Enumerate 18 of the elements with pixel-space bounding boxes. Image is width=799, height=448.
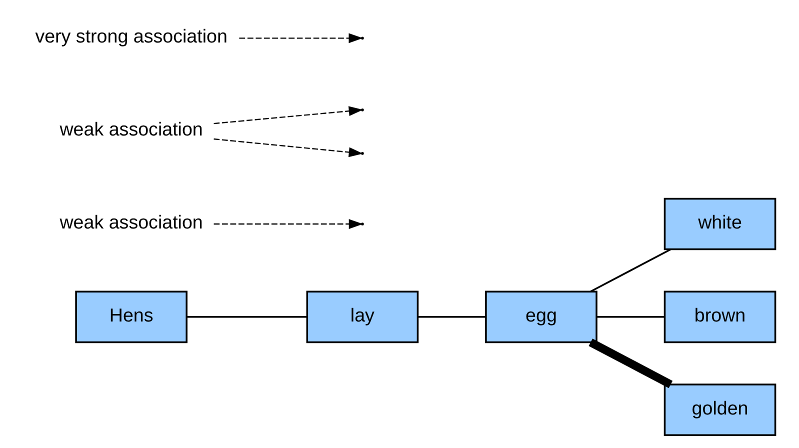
arrow — [214, 138, 363, 158]
node-text: weak association — [60, 118, 203, 140]
connector — [590, 248, 672, 292]
node-box: white — [664, 198, 776, 250]
arrow — [214, 219, 363, 229]
node-box: Hens — [75, 290, 188, 344]
connector — [588, 338, 673, 388]
node-box: brown — [664, 290, 776, 344]
node-text: very strong association — [35, 26, 228, 47]
connector — [418, 316, 486, 318]
connector — [186, 316, 308, 318]
node-box: golden — [664, 384, 776, 436]
node-box: lay — [306, 290, 419, 344]
node-box: egg — [485, 290, 598, 344]
connector — [596, 316, 665, 318]
arrow — [239, 33, 363, 44]
arrow — [214, 106, 363, 124]
node-text: weak association — [60, 211, 203, 232]
